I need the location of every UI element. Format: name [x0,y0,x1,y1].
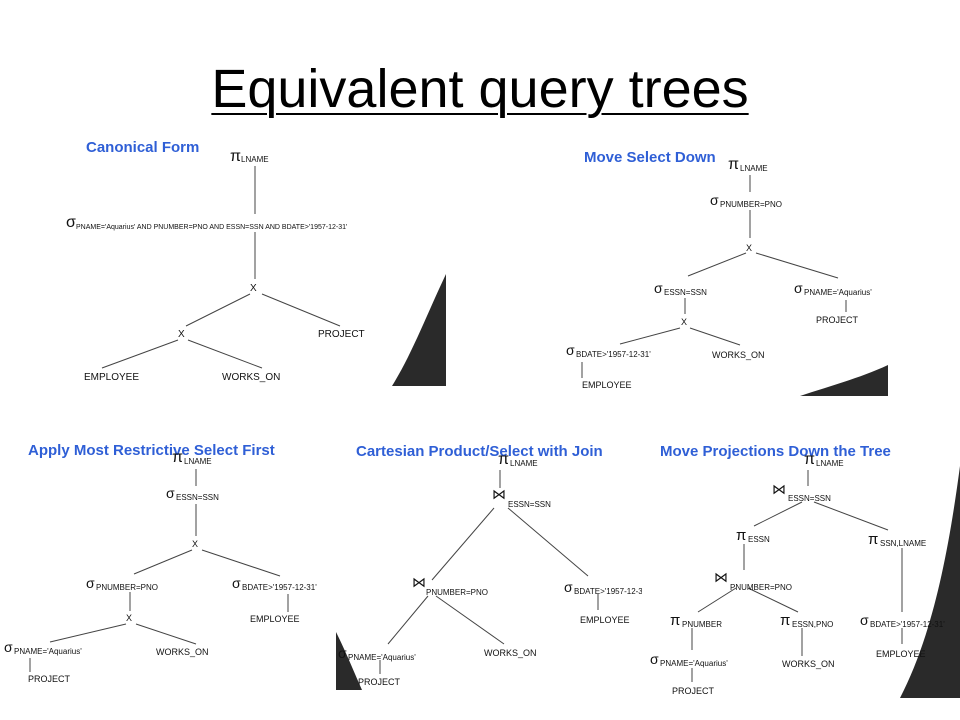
join-symbol: ⋈ [772,481,786,497]
relation-works-on: WORKS_ON [782,659,835,669]
pi-subscript: LNAME [740,164,768,173]
relation-works-on: WORKS_ON [484,648,537,658]
sigma-symbol: σ [86,575,95,591]
tree-move-projections-down: Move Projections Down the Tree π LNAME ⋈… [650,443,960,698]
join-symbol: ⋈ [714,569,728,585]
sigma-symbol: σ [654,280,663,296]
pi-symbol: π [172,449,183,466]
join-condition: PNUMBER=PNO [426,588,488,597]
left-decoration [336,632,362,690]
pi-subscript: SSN,LNAME [880,539,926,548]
pi-subscript: ESSN,PNO [792,620,833,629]
pi-subscript: ESSN [748,535,770,544]
join-condition: ESSN=SSN [788,494,831,503]
sigma-subscript: PNAME='Aquarius' [14,647,82,656]
pi-symbol: π [498,451,509,468]
sigma-subscript: ESSN=SSN [664,288,707,297]
tree-canonical-form: Canonical Form π LNAME σ PNAME='Aquarius… [66,139,446,386]
corner-decoration [800,365,888,396]
sigma-subscript: PNAME='Aquarius' [660,659,728,668]
sigma-subscript: PNUMBER=PNO [720,200,782,209]
relation-employee: EMPLOYEE [250,614,300,624]
sigma-symbol: σ [650,651,659,667]
sigma-subscript: ESSN=SSN [176,493,219,502]
sigma-subscript: PNAME='Aquarius' AND PNUMBER=PNO AND ESS… [76,224,347,231]
sigma-symbol: σ [66,214,76,231]
sigma-symbol: σ [566,342,575,358]
sigma-symbol: σ [794,280,803,296]
page-title: Equivalent query trees [211,59,749,119]
relation-project: PROJECT [318,329,365,340]
corner-decoration [392,274,446,386]
right-decoration [900,466,960,698]
sigma-subscript: PNUMBER=PNO [96,583,158,592]
relation-works-on: WORKS_ON [222,372,280,383]
sigma-symbol: σ [232,575,241,591]
relation-project: PROJECT [816,315,859,325]
pi-subscript: LNAME [510,459,538,468]
panel-heading: Canonical Form [86,139,199,156]
pi-subscript: LNAME [184,457,212,466]
join-condition: PNUMBER=PNO [730,583,792,592]
tree-apply-most-restrictive: Apply Most Restrictive Select First π LN… [4,442,317,684]
sigma-symbol: σ [860,612,869,628]
cartesian-product-top: X [746,243,752,253]
relation-employee: EMPLOYEE [84,372,139,383]
panel-cartesian-product-join: Cartesian Product/Select with Join π LNA… [336,432,642,690]
relation-project: PROJECT [672,686,715,696]
pi-subscript: PNUMBER [682,620,722,629]
panel-canonical-form: Canonical Form π LNAME σ PNAME='Aquarius… [62,134,446,386]
panel-heading: Apply Most Restrictive Select First [28,442,275,459]
panel-heading: Move Projections Down the Tree [660,443,891,460]
tree-move-select-down: Move Select Down π LNAME σ PNUMBER=PNO X… [566,149,888,396]
panel-move-select-down: Move Select Down π LNAME σ PNUMBER=PNO X… [560,140,888,396]
join-condition: ESSN=SSN [508,500,551,509]
pi-symbol: π [868,531,878,548]
relation-project: PROJECT [358,677,401,687]
tree-cartesian-product-join: Cartesian Product/Select with Join π LNA… [336,443,642,690]
panel-move-projections-down: Move Projections Down the Tree π LNAME ⋈… [642,436,960,698]
pi-symbol: π [804,451,815,468]
join-symbol: ⋈ [412,574,426,590]
panel-heading: Move Select Down [584,149,716,166]
sigma-symbol: σ [710,192,719,208]
sigma-symbol: σ [564,579,573,595]
sigma-symbol: σ [338,645,347,661]
pi-symbol: π [230,148,241,165]
relation-works-on: WORKS_ON [712,350,765,360]
sigma-symbol: σ [166,485,175,501]
relation-works-on: WORKS_ON [156,647,209,657]
cartesian-product-bottom: X [681,317,687,327]
sigma-subscript: BDATE>'1957-12-31' [574,587,642,596]
cartesian-product-bottom: X [126,613,132,623]
panel-heading: Cartesian Product/Select with Join [356,443,603,460]
sigma-symbol: σ [4,639,13,655]
relation-employee: EMPLOYEE [876,649,926,659]
sigma-subscript: BDATE>'1957-12-31' [242,583,317,592]
cartesian-product-bottom: X [178,329,185,340]
sigma-subscript: BDATE>'1957-12-31' [576,350,651,359]
cartesian-product-top: X [192,539,198,549]
cartesian-product-top: X [250,283,257,294]
relation-employee: EMPLOYEE [580,615,630,625]
pi-symbol: π [670,612,680,629]
pi-subscript: LNAME [816,459,844,468]
sigma-subscript: PNAME='Aquarius' [348,653,416,662]
relation-employee: EMPLOYEE [582,380,632,390]
pi-subscript: LNAME [241,155,269,164]
join-symbol: ⋈ [492,486,506,502]
sigma-subscript: BDATE>'1957-12-31' [870,620,945,629]
pi-symbol: π [728,156,739,173]
panel-apply-most-restrictive: Apply Most Restrictive Select First π LN… [0,426,336,692]
pi-symbol: π [780,612,790,629]
relation-project: PROJECT [28,674,71,684]
pi-symbol: π [736,527,746,544]
sigma-subscript: PNAME='Aquarius' [804,288,872,297]
